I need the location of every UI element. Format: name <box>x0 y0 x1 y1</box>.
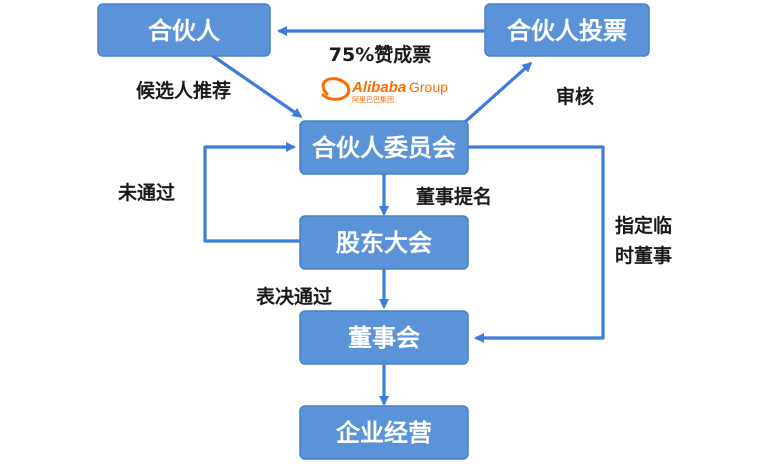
label-committee-to-board-line1: 指定临 <box>615 214 672 237</box>
label-committee-to-shareholders: 董事提名 <box>416 185 492 208</box>
label-shareholders-back-to-committee: 未通过 <box>117 181 175 204</box>
label-committee-to-board-line2: 时董事 <box>615 244 672 267</box>
node-partners: 合伙人 <box>97 3 271 57</box>
node-shareholders-meeting: 股东大会 <box>299 215 469 270</box>
node-operations-label: 企业经营 <box>336 419 432 447</box>
node-operations: 企业经营 <box>299 405 469 460</box>
logo-word: Alibaba <box>351 79 406 96</box>
label-partners-to-committee: 候选人推荐 <box>136 79 231 102</box>
node-partner-committee-label: 合伙人委员会 <box>312 134 456 162</box>
node-shareholders-meeting-label: 股东大会 <box>336 229 432 257</box>
node-board-label: 董事会 <box>348 324 420 352</box>
node-partner-vote: 合伙人投票 <box>484 3 650 57</box>
edge-shareholders-back-to-committee <box>203 142 304 243</box>
node-partners-label: 合伙人 <box>148 17 220 45</box>
label-committee-to-vote: 审核 <box>556 85 594 108</box>
node-partner-committee: 合伙人委员会 <box>299 120 469 175</box>
node-partner-vote-label: 合伙人投票 <box>507 17 627 45</box>
label-vote-to-partners: 75%赞成票 <box>329 43 431 66</box>
logo-group: Group <box>409 79 448 95</box>
edge-committee-to-board <box>466 145 605 343</box>
edge-partners-to-committee <box>208 52 303 118</box>
alibaba-logo: Alibaba Group 阿里巴巴集团 <box>321 77 448 104</box>
node-board: 董事会 <box>299 310 469 365</box>
logo-sub: 阿里巴巴集团 <box>352 95 394 104</box>
label-shareholders-to-board: 表决通过 <box>256 285 332 308</box>
edge-committee-to-vote <box>463 62 533 124</box>
alibaba-smile-icon <box>321 77 351 101</box>
